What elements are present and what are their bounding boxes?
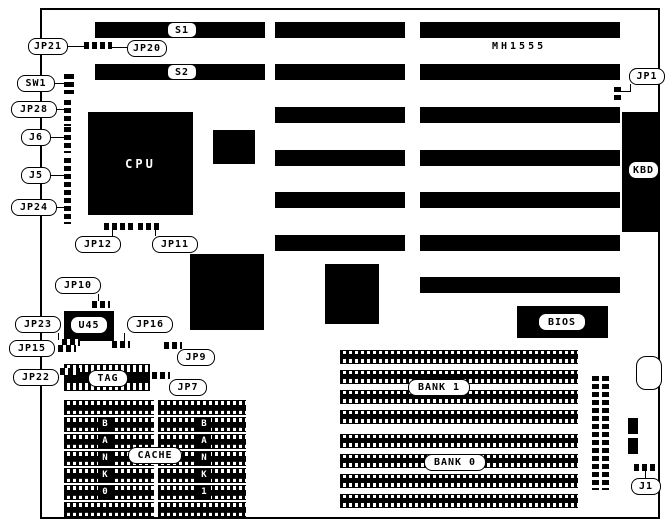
slot-mid-2 xyxy=(275,64,405,80)
cache-chip xyxy=(158,502,246,517)
board-model-text: MH1555 xyxy=(492,41,547,52)
slot-mid-6 xyxy=(275,235,405,251)
bank0-simm-row xyxy=(340,434,578,448)
slot-right-4 xyxy=(420,150,620,166)
cpu-chip xyxy=(88,112,193,215)
slot-right-5 xyxy=(420,192,620,208)
leader-line xyxy=(621,91,631,92)
jp21-jp20-jumper xyxy=(84,42,112,49)
cache-bank1-vertical-label: B A N K 1 xyxy=(197,417,211,500)
slot-mid-5 xyxy=(275,192,405,208)
board-outline xyxy=(40,8,660,519)
leader-line xyxy=(155,230,156,236)
small-connector-b xyxy=(628,438,638,454)
power-header-col-b xyxy=(602,376,609,490)
label-jp23: JP23 xyxy=(15,316,61,333)
slot-mid-4 xyxy=(275,150,405,166)
leader-line xyxy=(112,230,113,236)
slot-right-6 xyxy=(420,235,620,251)
slot-right-2 xyxy=(420,64,620,80)
bank1-simm-row xyxy=(340,410,578,424)
label-jp10: JP10 xyxy=(55,277,101,294)
label-jp24: JP24 xyxy=(11,199,57,216)
label-bios: BIOS xyxy=(538,313,586,331)
label-sw1: SW1 xyxy=(17,75,55,92)
j5-connector xyxy=(64,158,71,196)
label-s1: S1 xyxy=(167,22,197,38)
leader-line xyxy=(57,207,64,208)
sw1-switch xyxy=(64,74,74,94)
jp11-jumper xyxy=(138,223,162,230)
jp22-jumper xyxy=(60,368,80,375)
leader-line xyxy=(112,47,127,48)
leader-line xyxy=(51,175,64,176)
label-bank0: BANK 0 xyxy=(424,454,486,471)
leader-line xyxy=(645,471,646,478)
label-jp12: JP12 xyxy=(75,236,121,253)
label-bank1: BANK 1 xyxy=(408,379,470,396)
power-header-col-a xyxy=(592,376,599,490)
label-kbd: KBD xyxy=(628,161,659,179)
leader-line xyxy=(124,333,125,341)
jp12-jumper xyxy=(104,223,134,230)
bank1-simm-row xyxy=(340,350,578,364)
leader-line xyxy=(51,137,64,138)
label-s2: S2 xyxy=(167,64,197,80)
leader-line xyxy=(630,84,631,92)
leader-line xyxy=(57,109,64,110)
label-jp9: JP9 xyxy=(177,349,215,366)
label-jp1: JP1 xyxy=(629,68,665,85)
cache-chip xyxy=(64,502,154,517)
label-u45: U45 xyxy=(70,316,108,334)
jp28-jumper xyxy=(64,100,71,126)
label-jp20: JP20 xyxy=(127,40,167,57)
label-jp22: JP22 xyxy=(13,369,59,386)
jp10-jumper xyxy=(92,301,110,308)
label-jp15: JP15 xyxy=(9,340,55,357)
leader-line xyxy=(58,333,59,340)
slot-right-3 xyxy=(420,107,620,123)
slot-right-1 xyxy=(420,22,620,38)
label-j6: J6 xyxy=(21,129,51,146)
label-tag: TAG xyxy=(88,370,128,387)
label-jp21: JP21 xyxy=(28,38,68,55)
battery-outline xyxy=(636,356,662,390)
label-j1: J1 xyxy=(631,478,661,495)
chipset-qfp-2 xyxy=(325,264,379,324)
leader-line xyxy=(98,294,99,301)
label-jp11: JP11 xyxy=(152,236,198,253)
slot-mid-3 xyxy=(275,107,405,123)
jp1-jumper xyxy=(614,87,621,100)
label-cache: CACHE xyxy=(128,447,182,464)
leader-line xyxy=(68,46,84,47)
j1-jumper xyxy=(634,464,660,471)
small-connector-a xyxy=(628,418,638,434)
label-j5: J5 xyxy=(21,167,51,184)
jp15-jumper xyxy=(58,345,76,352)
cache-bank0-vertical-label: B A N K 0 xyxy=(98,417,112,500)
label-jp7: JP7 xyxy=(169,379,207,396)
jp24-jumper xyxy=(64,198,71,224)
bank0-simm-row xyxy=(340,474,578,488)
leader-line xyxy=(55,83,64,84)
cpu-label: CPU xyxy=(125,156,156,171)
support-chip xyxy=(213,130,255,164)
jp16-jumper xyxy=(112,341,130,348)
slot-mid-1 xyxy=(275,22,405,38)
cache-chip xyxy=(158,400,246,415)
chipset-qfp-1 xyxy=(190,254,264,330)
label-jp28: JP28 xyxy=(11,101,57,118)
label-jp16: JP16 xyxy=(127,316,173,333)
slot-right-7 xyxy=(420,277,620,293)
bank0-simm-row xyxy=(340,494,578,508)
jp9-jumper xyxy=(164,342,182,349)
jp7-jumper xyxy=(152,372,170,379)
cache-chip xyxy=(64,400,154,415)
j6-connector xyxy=(64,127,71,153)
jp23-jumper xyxy=(62,339,80,346)
